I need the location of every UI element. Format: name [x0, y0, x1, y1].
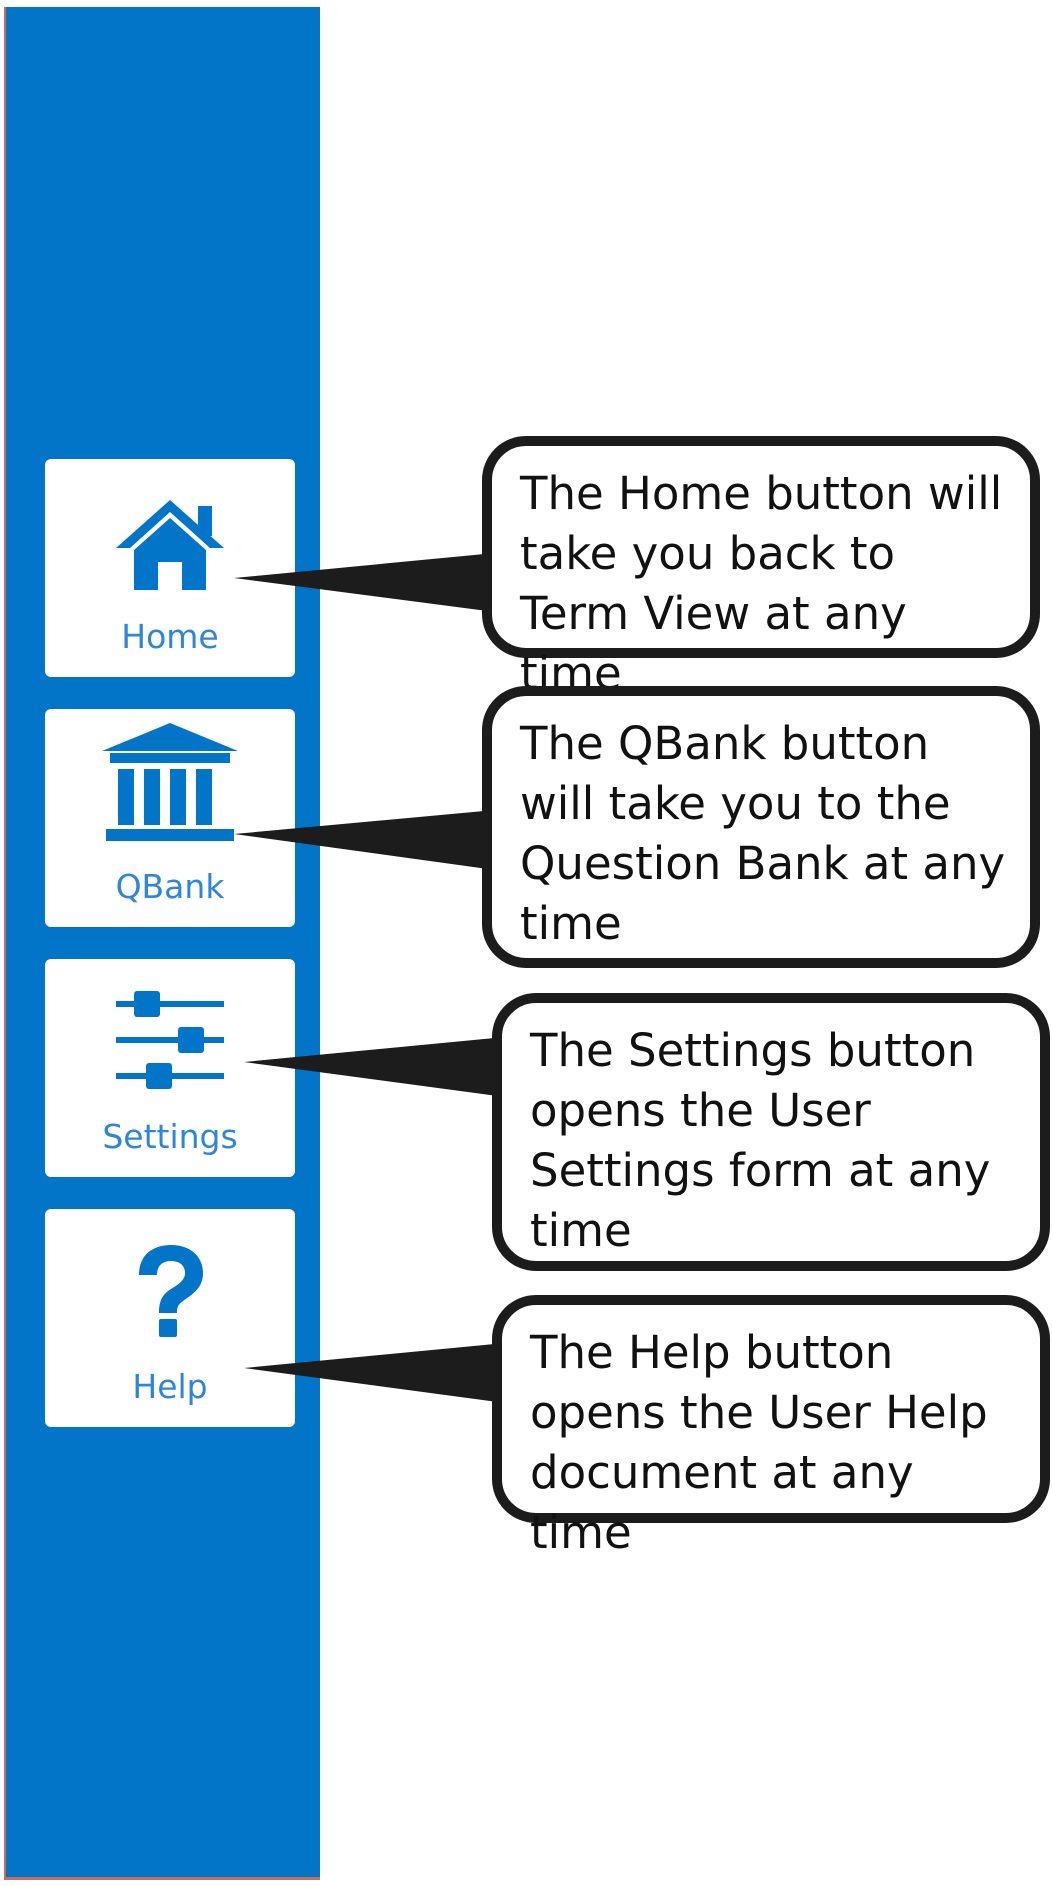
sidebar: Home QBank Se — [4, 7, 320, 1880]
home-callout-pointer — [234, 553, 495, 612]
settings-callout-pointer — [244, 1037, 505, 1097]
qbank-callout: The QBank button will take you to the Qu… — [482, 686, 1040, 968]
help-button-label: Help — [132, 1367, 208, 1406]
qbank-button[interactable]: QBank — [45, 709, 295, 927]
settings-button-label: Settings — [102, 1117, 238, 1156]
sliders-icon — [45, 959, 295, 1109]
home-icon — [45, 459, 295, 609]
settings-callout: The Settings button opens the User Setti… — [492, 993, 1050, 1271]
question-icon — [45, 1209, 295, 1359]
home-button-label: Home — [121, 617, 219, 656]
home-button[interactable]: Home — [45, 459, 295, 677]
help-callout-pointer — [244, 1343, 505, 1403]
settings-button[interactable]: Settings — [45, 959, 295, 1177]
home-callout: The Home button will take you back to Te… — [482, 436, 1040, 700]
qbank-callout-pointer — [234, 810, 495, 870]
help-button[interactable]: Help — [45, 1209, 295, 1427]
qbank-button-label: QBank — [115, 867, 225, 906]
bank-icon — [45, 709, 295, 859]
help-callout: The Help button opens the User Help docu… — [492, 1295, 1050, 1559]
